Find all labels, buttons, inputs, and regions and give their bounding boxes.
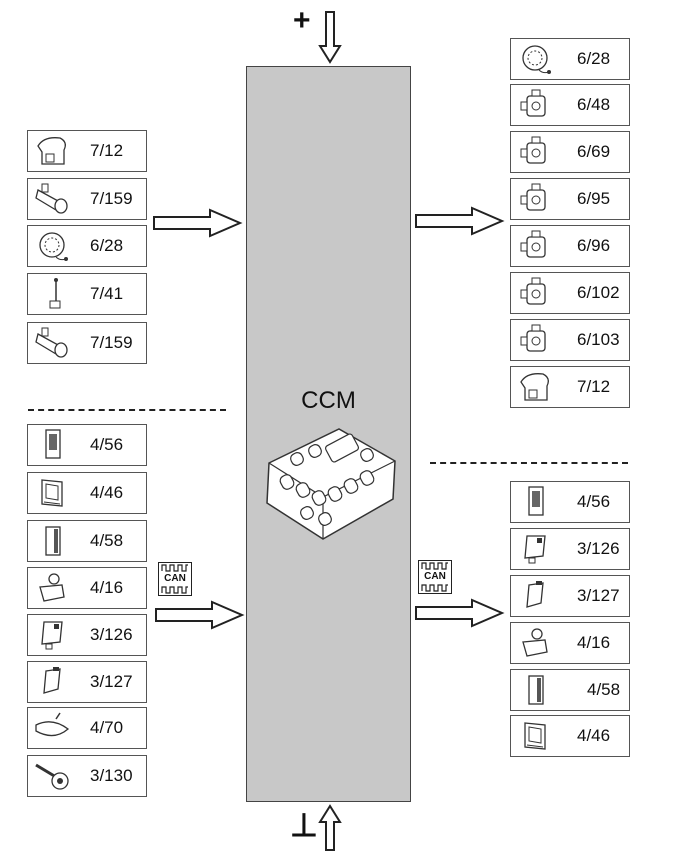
- left-can-component: 3/126: [27, 614, 147, 656]
- switch-module-icon: [522, 628, 548, 657]
- right-can-component: 4/46: [510, 715, 630, 757]
- component-label: 3/127: [90, 672, 133, 691]
- component-label: 6/28: [90, 236, 124, 255]
- component-label: 4/16: [90, 578, 124, 597]
- control-module-icon: [524, 722, 546, 750]
- component-label: 7/12: [90, 141, 124, 160]
- component-label: 4/58: [587, 680, 621, 699]
- right-output-component: 7/12: [510, 366, 630, 408]
- control-module-icon: [45, 526, 61, 556]
- control-module-icon: [528, 486, 544, 516]
- component-label: 7/159: [90, 333, 133, 352]
- right-can-component: 4/16: [510, 622, 630, 664]
- left-input-component: 7/159: [27, 178, 147, 220]
- component-label: 4/58: [90, 531, 124, 550]
- right-output-component: 6/96: [510, 225, 630, 267]
- control-module-icon: [528, 675, 544, 705]
- damper-motor-icon: [520, 136, 546, 164]
- probe-sensor-icon: [49, 278, 61, 309]
- damper-motor-icon: [520, 183, 546, 211]
- component-label: 7/41: [90, 284, 124, 303]
- right-can-bus-label: CAN: [424, 571, 446, 582]
- component-label: 6/96: [577, 236, 611, 255]
- left-separator-line: [28, 409, 226, 411]
- left-can-component: 4/16: [27, 567, 147, 609]
- left-input-component: 7/159: [27, 322, 147, 364]
- left-can-component: 3/127: [27, 661, 147, 703]
- right-can-component: 4/56: [510, 481, 630, 523]
- right-output-component: 6/102: [510, 272, 630, 314]
- control-module-icon: [41, 479, 63, 507]
- left-can-bus-icon: CAN: [158, 562, 192, 596]
- dome-sensor-icon: [37, 137, 66, 165]
- mirror-icon: [35, 712, 70, 737]
- power-in-arrow-icon: [318, 11, 342, 64]
- component-label: 6/95: [577, 189, 611, 208]
- control-module-icon: [45, 429, 61, 459]
- component-label: 3/126: [90, 625, 133, 644]
- connector-module-icon: [43, 667, 61, 694]
- left-input-arrow-icon: [153, 208, 243, 238]
- damper-motor-icon: [520, 324, 546, 352]
- dome-sensor-icon: [520, 373, 549, 401]
- component-label: 3/130: [90, 766, 133, 785]
- power-plus-symbol: +: [293, 4, 311, 37]
- left-input-component: 6/28: [27, 225, 147, 267]
- component-label: 4/70: [90, 718, 124, 737]
- right-output-component: 6/28: [510, 38, 630, 80]
- left-can-component: 4/58: [27, 520, 147, 562]
- component-label: 4/56: [90, 435, 124, 454]
- left-can-component: 3/130: [27, 755, 147, 797]
- right-can-component: 3/126: [510, 528, 630, 570]
- ground-symbol: ⊥: [290, 807, 318, 843]
- cylinder-sensor-icon: [35, 183, 68, 214]
- blower-motor-icon: [522, 45, 551, 74]
- component-label: 7/12: [577, 377, 611, 396]
- component-label: 7/159: [90, 189, 133, 208]
- ccm-module-block: CCM: [246, 66, 411, 802]
- cylinder-sensor-icon: [35, 327, 68, 358]
- connector-module-icon: [526, 581, 544, 608]
- right-output-component: 6/69: [510, 131, 630, 173]
- component-label: 4/46: [90, 483, 124, 502]
- right-can-bus-icon: CAN: [418, 560, 452, 594]
- component-label: 4/46: [577, 726, 611, 745]
- ground-arrow-icon: [318, 804, 342, 851]
- left-can-bus-label: CAN: [164, 573, 186, 584]
- switch-module-icon: [39, 573, 65, 602]
- connector-module-icon: [524, 535, 546, 564]
- component-label: 3/126: [577, 539, 620, 558]
- component-label: 6/102: [577, 283, 620, 302]
- climate-control-panel-icon: [266, 428, 396, 540]
- right-output-component: 6/95: [510, 178, 630, 220]
- damper-motor-icon: [520, 277, 546, 305]
- blower-motor-icon: [39, 232, 68, 261]
- left-can-component: 4/70: [27, 707, 147, 749]
- right-separator-line: [430, 462, 628, 464]
- right-can-arrow-icon: [415, 598, 505, 628]
- left-input-component: 7/12: [27, 130, 147, 172]
- ccm-label: CCM: [301, 387, 356, 414]
- connector-module-icon: [41, 621, 63, 650]
- damper-motor-icon: [520, 230, 546, 258]
- component-label: 4/56: [577, 492, 611, 511]
- stalk-switch-icon: [35, 763, 69, 790]
- component-label: 6/69: [577, 142, 611, 161]
- right-can-component: 3/127: [510, 575, 630, 617]
- left-can-arrow-icon: [155, 600, 245, 630]
- right-output-arrow-icon: [415, 206, 505, 236]
- left-can-component: 4/56: [27, 424, 147, 466]
- right-output-component: 6/48: [510, 84, 630, 126]
- component-label: 6/28: [577, 49, 611, 68]
- right-output-component: 6/103: [510, 319, 630, 361]
- right-can-component: 4/58: [510, 669, 630, 711]
- damper-motor-icon: [520, 89, 546, 117]
- component-label: 4/16: [577, 633, 611, 652]
- left-can-component: 4/46: [27, 472, 147, 514]
- left-input-component: 7/41: [27, 273, 147, 315]
- component-label: 3/127: [577, 586, 620, 605]
- component-label: 6/103: [577, 330, 620, 349]
- component-label: 6/48: [577, 95, 611, 114]
